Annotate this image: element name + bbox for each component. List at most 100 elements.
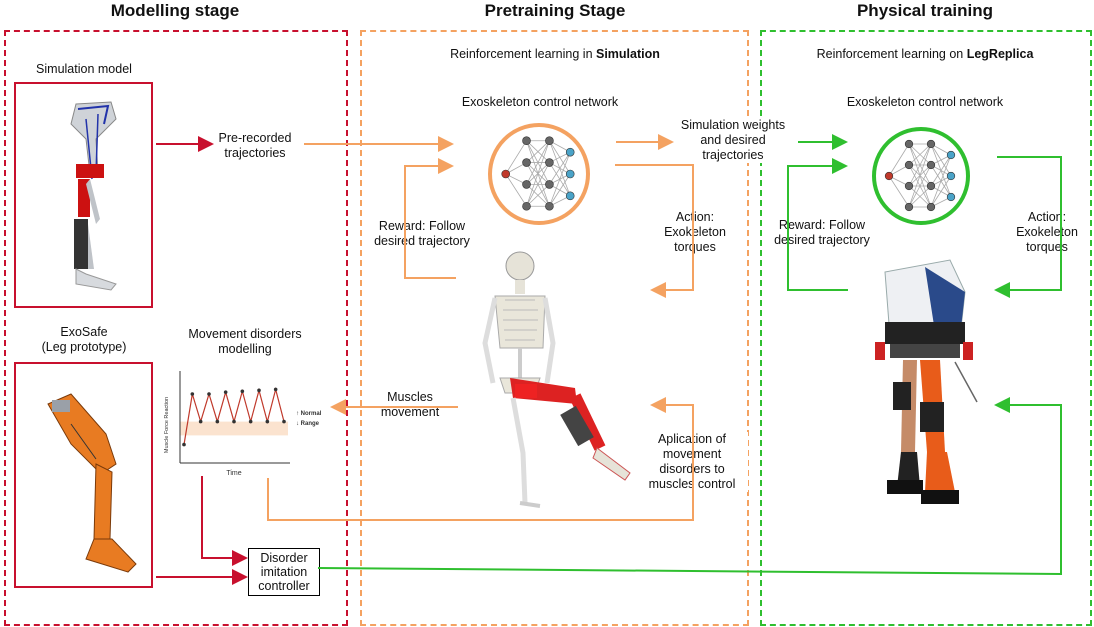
network-node (946, 150, 956, 160)
movement-disorders-line1: Movement disorders (188, 327, 302, 341)
muscles-movement-line2: movement (380, 405, 440, 419)
network-node (522, 136, 531, 146)
physical-network-icon (872, 127, 970, 225)
chart-normal-annotation: ↑ Normal (296, 411, 322, 417)
chart-ylabel: Muscle Force Reaction (164, 397, 170, 453)
pretraining-action-line2: Exokeleton (664, 225, 726, 239)
pretraining-network-title: Exoskeleton control network (461, 95, 619, 109)
pretraining-reward-line1: Reward: Follow (378, 219, 466, 233)
disorder-line1: Disorder (260, 551, 308, 565)
simulation-weights-line3: trajectories (702, 148, 764, 162)
physical-rl-bold: LegReplica (966, 47, 1034, 61)
physical-reward-label: Reward: Follow desired trajectory (762, 218, 882, 248)
network-node (884, 171, 894, 181)
force-point (182, 442, 186, 447)
network-node (522, 180, 531, 189)
pretraining-stage-title: Pretraining Stage (484, 1, 626, 20)
network-node (565, 169, 575, 179)
force-point (273, 387, 278, 392)
network-node (926, 139, 936, 149)
pretraining-rl-bold: Simulation (596, 47, 660, 61)
simulation-weights-label: Simulation weights and desired trajector… (668, 118, 798, 163)
force-point (265, 419, 270, 424)
simulation-leg-image (70, 101, 117, 291)
exosafe-label-line1: ExoSafe (60, 325, 108, 339)
pre-recorded-line2: trajectories (224, 146, 286, 160)
network-node (946, 171, 956, 181)
network-node (904, 181, 914, 191)
network-node (904, 139, 914, 149)
network-node (545, 180, 554, 189)
movement-disorders-label: Movement disorders modelling (160, 327, 330, 357)
physical-action-line3: torques (1026, 240, 1068, 254)
modelling-stage-title: Modelling stage (110, 1, 240, 20)
aplication-line2: movement (662, 447, 722, 461)
arrow-physical-action-loop (994, 156, 1062, 298)
physical-stage-title: Physical training (856, 1, 994, 20)
network-node (904, 202, 914, 212)
modelling-stage-frame (4, 30, 348, 626)
force-point (248, 419, 253, 424)
simulation-weights-line1: Simulation weights (680, 118, 786, 132)
simulation-weights-line2: and desired (700, 133, 766, 147)
physical-rl-title: Reinforcement learning on LegReplica (775, 47, 1075, 62)
physical-action-line2: Exokeleton (1016, 225, 1078, 239)
arrow-disorders-to-muscles (267, 397, 694, 521)
chart-range-annotation: ↓ Range (296, 421, 320, 427)
simulation-model-label: Simulation model (36, 62, 132, 76)
pretraining-action-line3: torques (674, 240, 716, 254)
arrow-reward-loop (404, 158, 456, 279)
pretraining-network-icon (488, 123, 590, 225)
network-node (926, 202, 936, 212)
pretraining-stage-frame (360, 30, 749, 626)
network-node (522, 158, 531, 167)
movement-disorders-line2: modelling (218, 342, 272, 356)
arrow-chart-to-controller (201, 476, 248, 566)
physical-reward-line1: Reward: Follow (778, 218, 866, 232)
force-point (190, 392, 195, 396)
force-point (232, 419, 236, 424)
network-node (501, 169, 511, 179)
network-node (565, 147, 575, 157)
physical-reward-line2: desired trajectory (774, 233, 870, 247)
disorder-line3: controller (258, 579, 310, 593)
pretraining-rl-title: Reinforcement learning in Simulation (400, 47, 710, 62)
arrow-physical-reward-loop (787, 158, 848, 291)
exosafe-label-line2: (Leg prototype) (41, 340, 127, 354)
pretraining-reward-line2: desired trajectory (374, 234, 470, 248)
physical-action-line1: Action: (1027, 210, 1067, 224)
network-node (545, 158, 554, 167)
force-point (223, 390, 228, 394)
legreplica-robot-image (875, 259, 978, 504)
arrow-controller-to-robot (317, 397, 1062, 576)
force-point (282, 419, 286, 424)
normal-range-band (180, 421, 288, 436)
pretraining-reward-label: Reward: Follow desired trajectory (362, 219, 482, 249)
physical-stage-frame (760, 30, 1092, 626)
exosafe-label: ExoSafe (Leg prototype) (14, 325, 154, 355)
physical-network-title: Exoskeleton control network (846, 95, 1004, 109)
force-point (240, 389, 245, 394)
force-point (257, 388, 261, 393)
pretraining-action-line1: Action: (675, 210, 715, 224)
exosafe-box (14, 362, 153, 588)
network-node (565, 191, 575, 201)
network-node (545, 136, 554, 146)
network-node (926, 160, 936, 170)
force-point (215, 419, 220, 424)
network-node (522, 201, 531, 211)
muscles-movement-line1: Muscles (387, 390, 433, 404)
pre-recorded-line1: Pre-recorded (218, 131, 292, 145)
disorder-imitation-controller: Disorder imitation controller (248, 548, 320, 596)
physical-rl-prefix: Reinforcement learning on (816, 47, 967, 61)
network-node (926, 181, 936, 191)
arrow-action-loop (615, 164, 694, 298)
force-point (207, 392, 211, 396)
aplication-line1: Aplication of (657, 432, 727, 446)
physical-action-label: Action: Exokeleton torques (1005, 210, 1089, 255)
pretraining-rl-prefix: Reinforcement learning in (450, 47, 596, 61)
network-node (904, 160, 914, 170)
network-node (946, 192, 956, 202)
